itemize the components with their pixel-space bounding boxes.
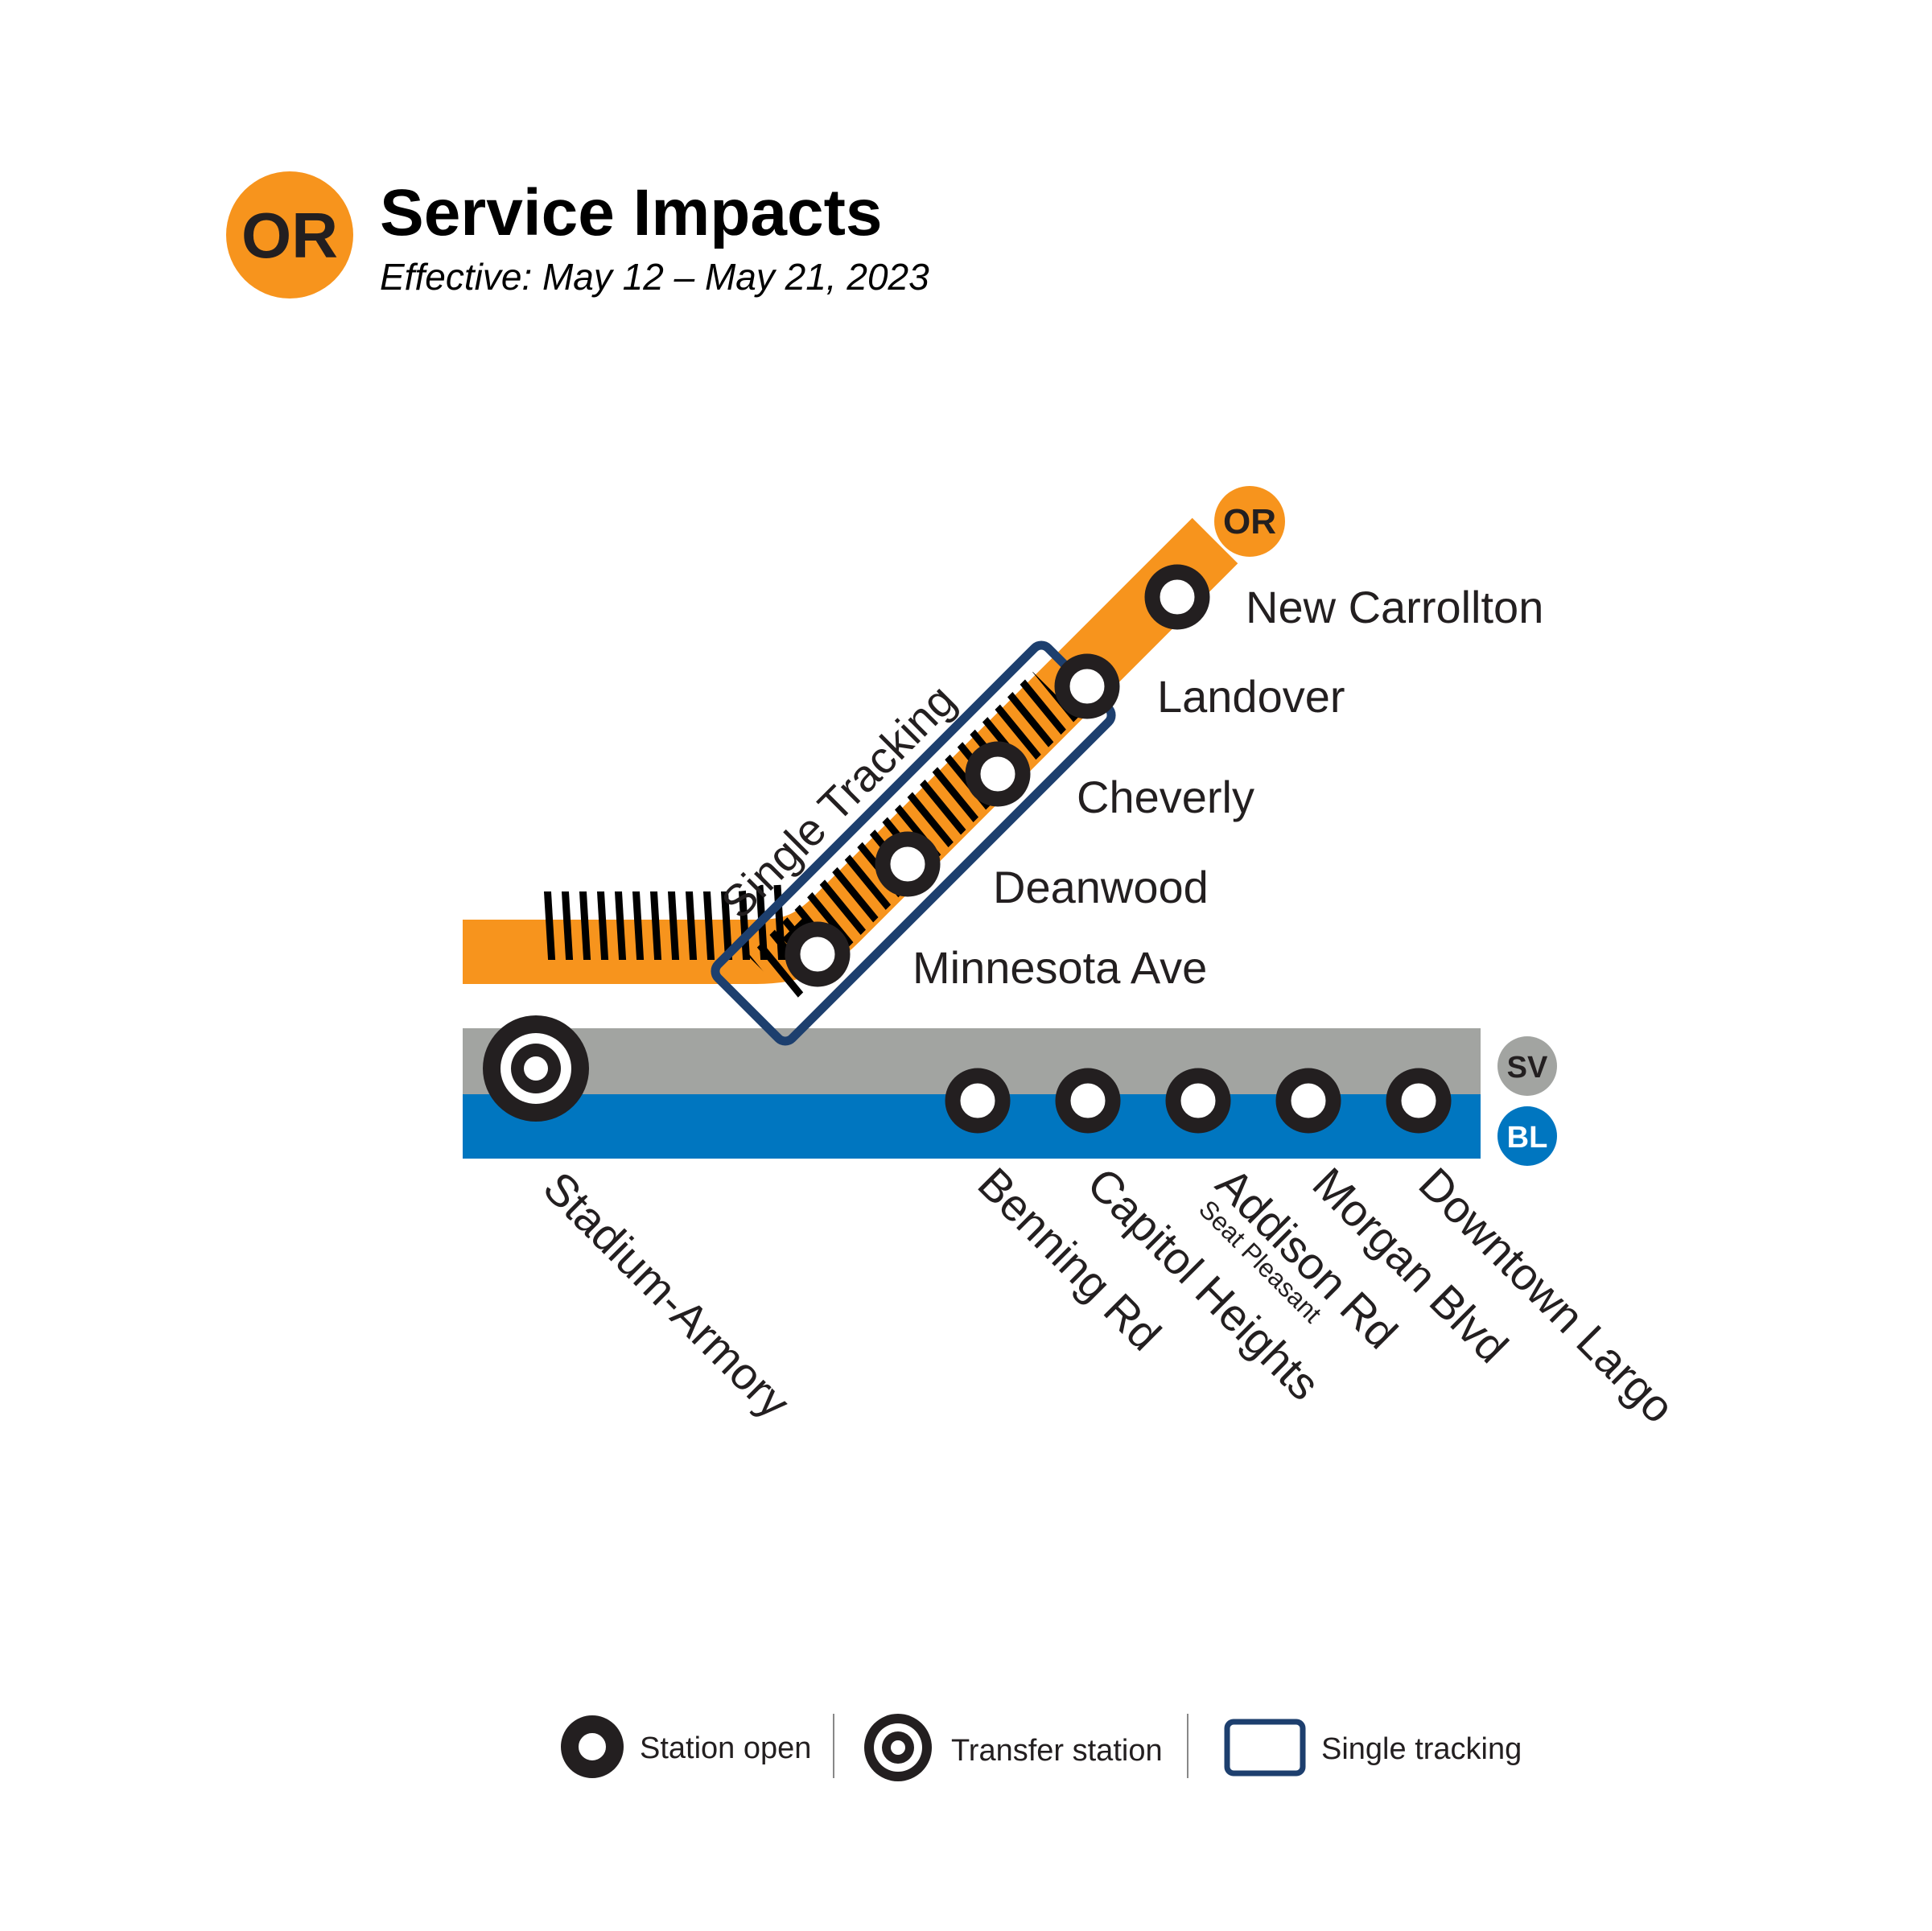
single-tracking-legend-box bbox=[1224, 1719, 1306, 1777]
legend-single-tracking: Single tracking bbox=[1321, 1732, 1522, 1766]
station-label: Landover bbox=[1157, 671, 1345, 722]
station-open-icon bbox=[1386, 1068, 1452, 1134]
effective-dates: Effective: May 12 – May 21, 2023 bbox=[380, 256, 929, 298]
or-line-badge-large bbox=[226, 171, 353, 299]
bl-line-badge: BL bbox=[1497, 1106, 1557, 1166]
station-label: New Carrollton bbox=[1246, 582, 1543, 632]
sv-badge-text: SV bbox=[1507, 1051, 1548, 1085]
station-open-icon bbox=[1054, 653, 1120, 719]
station-open-icon bbox=[1055, 1068, 1121, 1134]
legend: Station open Transfer station Single tra… bbox=[561, 1714, 1522, 1781]
station-open-icon bbox=[1144, 564, 1210, 630]
header: OR Service Impacts Effective: May 12 – M… bbox=[226, 171, 929, 299]
sv-line-badge: SV bbox=[1497, 1036, 1557, 1096]
or-end-badge-text: OR bbox=[1223, 502, 1276, 541]
station-label: Stadium-Armory bbox=[534, 1162, 801, 1428]
station-new-carrollton: New Carrollton bbox=[1144, 564, 1543, 632]
or-badge-text: OR bbox=[241, 200, 338, 271]
or-line-end-badge bbox=[1214, 486, 1285, 557]
station-deanwood: Deanwood bbox=[875, 831, 1209, 912]
station-label: Deanwood bbox=[993, 862, 1209, 912]
legend-station-open: Station open bbox=[640, 1731, 811, 1765]
page-title: Service Impacts bbox=[380, 176, 883, 249]
station-cheverly: Cheverly bbox=[965, 741, 1254, 822]
station-open-icon bbox=[561, 1715, 624, 1778]
station-label: Minnesota Ave bbox=[912, 942, 1207, 993]
station-open-icon bbox=[965, 741, 1031, 807]
legend-transfer-station: Transfer station bbox=[951, 1734, 1163, 1768]
bl-badge-text: BL bbox=[1507, 1121, 1548, 1155]
station-open-icon bbox=[785, 921, 851, 987]
station-minnesota-ave: Minnesota Ave bbox=[785, 921, 1207, 993]
station-landover: Landover bbox=[1054, 653, 1345, 722]
station-open-icon bbox=[875, 831, 941, 897]
station-open-icon bbox=[1275, 1068, 1341, 1134]
station-open-icon bbox=[945, 1068, 1011, 1134]
station-label: Cheverly bbox=[1077, 772, 1254, 822]
station-open-icon bbox=[1165, 1068, 1231, 1134]
